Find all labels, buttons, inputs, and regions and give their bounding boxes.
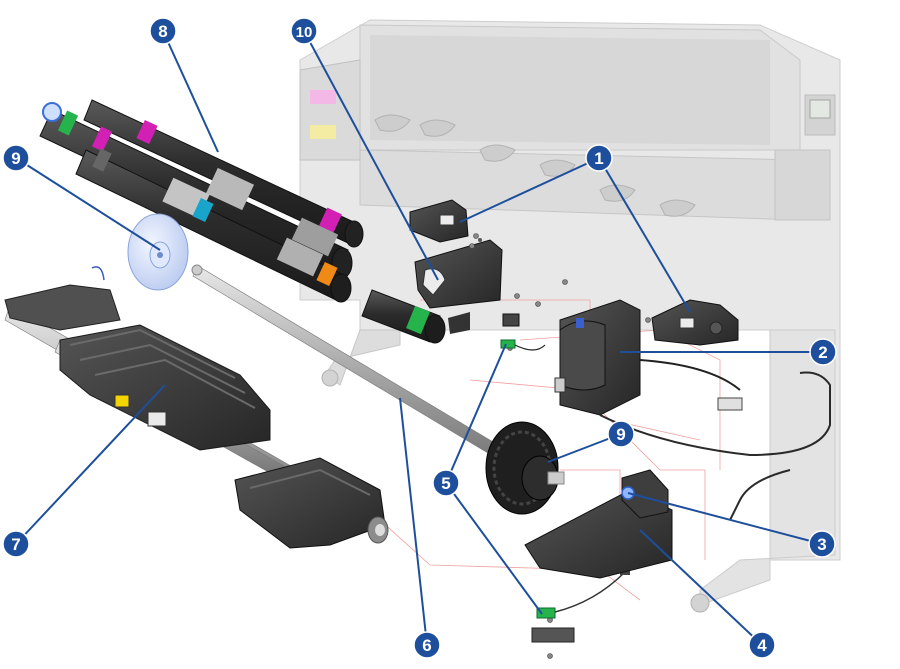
callout-2-label: 2 bbox=[818, 343, 827, 362]
callout-6: 6 bbox=[413, 631, 441, 659]
callout-10-label: 10 bbox=[296, 24, 313, 41]
callout-5-top: 5 bbox=[432, 469, 460, 497]
callout-1-label: 1 bbox=[594, 149, 603, 168]
sensor-top bbox=[500, 313, 546, 351]
callout-9-right: 9 bbox=[607, 420, 635, 448]
callout-9-left: 9 bbox=[2, 144, 30, 172]
callout-7-label: 7 bbox=[11, 535, 20, 554]
sensor-housing bbox=[524, 469, 673, 579]
callout-5-top-label: 5 bbox=[441, 474, 450, 493]
sensor-bottom bbox=[531, 565, 630, 643]
left-spindle-holder bbox=[414, 239, 503, 334]
callout-8: 8 bbox=[149, 17, 177, 45]
callout-4-label: 4 bbox=[757, 636, 767, 655]
callout-3-label: 3 bbox=[817, 535, 826, 554]
callout-10: 10 bbox=[290, 17, 318, 45]
leader-lines bbox=[15, 30, 823, 646]
media-bin bbox=[4, 266, 389, 549]
spindle-hub-left bbox=[127, 213, 189, 291]
callout-2: 2 bbox=[809, 338, 837, 366]
spindle-hub-gear bbox=[485, 421, 565, 515]
takeup-drive-motor bbox=[554, 299, 831, 521]
callout-1: 1 bbox=[585, 144, 613, 172]
printer-body bbox=[299, 19, 841, 613]
callout-9-left-label: 9 bbox=[11, 149, 20, 168]
paper-tubes bbox=[39, 99, 446, 344]
callout-6-label: 6 bbox=[422, 636, 431, 655]
callout-8-label: 8 bbox=[158, 22, 167, 41]
callout-7: 7 bbox=[2, 530, 30, 558]
drive-holder-right bbox=[651, 299, 739, 346]
callout-3: 3 bbox=[808, 530, 836, 558]
callout-9-right-label: 9 bbox=[616, 425, 625, 444]
callout-4: 4 bbox=[748, 631, 776, 659]
